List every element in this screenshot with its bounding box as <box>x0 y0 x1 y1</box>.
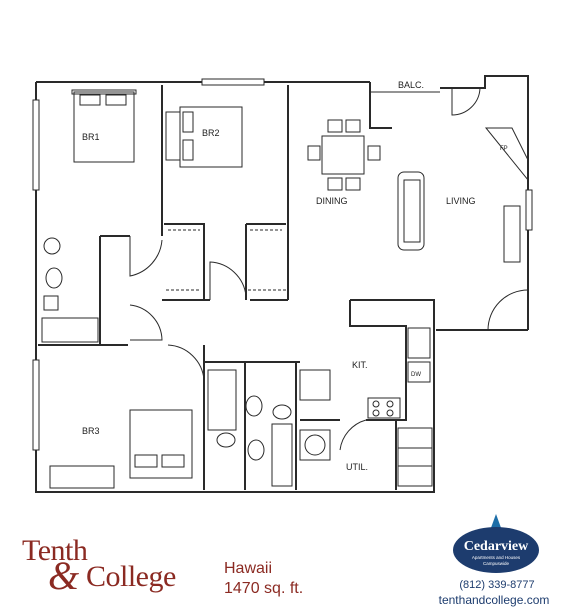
kitchen-sink <box>407 327 431 359</box>
floor-plan: BALC. BR1 BR2 DINING LIVING FP KIT. DW B… <box>32 75 533 493</box>
wall-bath-mid <box>204 361 300 490</box>
wall-closet-br1 <box>164 223 205 300</box>
pantry <box>397 427 433 487</box>
tub-bath1 <box>41 317 99 343</box>
logo-college: College <box>86 560 176 593</box>
toilet-bath3 <box>247 439 265 461</box>
label-living: LIVING <box>446 196 476 206</box>
fireplace <box>484 127 529 182</box>
bed-br3 <box>129 409 193 479</box>
toilet-bath1 <box>45 267 63 289</box>
badge-tagline-2: Campuswide <box>482 561 509 566</box>
label-br1: BR1 <box>82 132 100 142</box>
wall-closet-br2 <box>245 223 286 300</box>
sink-bath3 <box>216 432 236 448</box>
bed-br1 <box>73 91 135 163</box>
tub-bath2 <box>207 369 237 431</box>
tub-bath3 <box>271 423 293 487</box>
sink-bath1 <box>43 237 61 255</box>
sink-bath2 <box>272 404 292 420</box>
wall-kit-top <box>350 299 435 330</box>
website-link[interactable]: tenthandcollege.com <box>438 593 550 607</box>
door-kit-util <box>339 419 367 451</box>
window-living <box>525 189 533 231</box>
phone-number: (812) 339-8777 <box>459 579 535 591</box>
dryer <box>299 429 331 461</box>
tv-stand <box>503 205 521 263</box>
label-br2: BR2 <box>202 128 220 138</box>
outer-wall <box>35 75 529 493</box>
logo-tenth: Tenth <box>22 534 88 567</box>
door-bath1 <box>129 304 163 341</box>
window-br1-left <box>32 99 40 191</box>
window-br2 <box>201 78 265 86</box>
dishwasher <box>407 361 431 383</box>
door-balcony <box>451 87 481 116</box>
window-br3-left <box>32 359 40 451</box>
wall-kit-counter <box>349 300 407 421</box>
cedarview-badge: Cedarview Apartments and Houses Campuswi… <box>453 527 539 573</box>
sofa <box>397 171 425 251</box>
dining-table <box>321 135 365 175</box>
door-br1 <box>129 236 163 277</box>
stove <box>367 397 401 419</box>
label-balc: BALC. <box>398 80 424 90</box>
badge-name: Cedarview <box>463 539 529 554</box>
badge-tagline: Apartments and Houses <box>471 555 521 560</box>
unit-name: Hawaii <box>224 560 273 577</box>
door-br3 <box>167 344 205 381</box>
washer <box>299 369 331 401</box>
label-br3: BR3 <box>82 426 100 436</box>
label-util: UTIL. <box>346 462 368 472</box>
label-kit: KIT. <box>352 360 368 370</box>
door-entry <box>487 289 529 331</box>
label-fp: FP <box>500 146 508 152</box>
label-dw: DW <box>411 372 421 378</box>
toilet-bath2 <box>245 395 263 417</box>
logo-ampersand: & <box>48 553 80 598</box>
unit-size: 1470 sq. ft. <box>224 580 304 597</box>
door-br2 <box>209 261 247 300</box>
label-dining: DINING <box>316 196 348 206</box>
